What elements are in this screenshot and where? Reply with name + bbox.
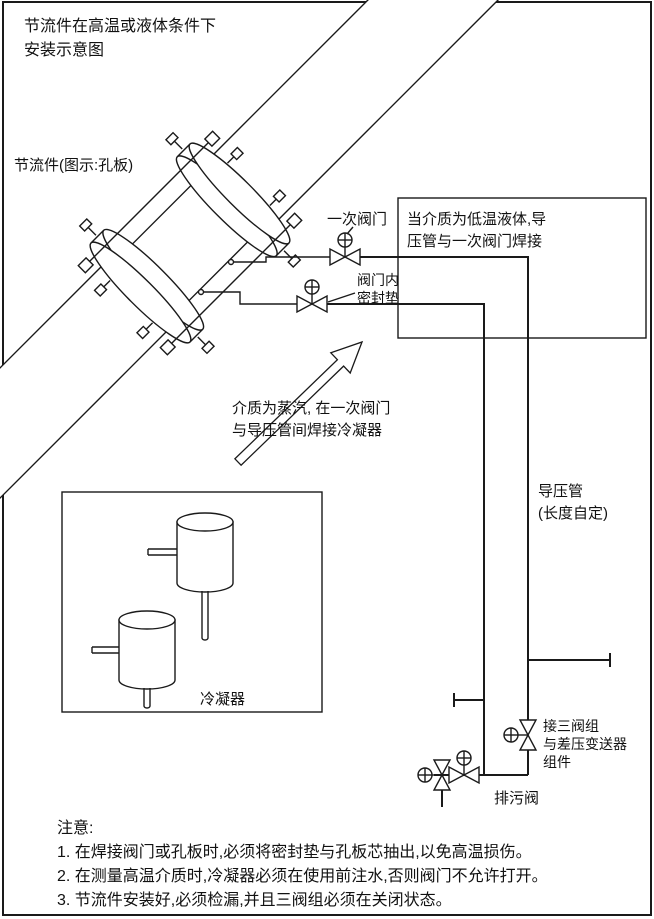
manifold-note-line1: 接三阀组 <box>543 718 599 734</box>
low-temp-note-line1: 当介质为低温液体,导 <box>407 211 546 228</box>
steam-note-line2: 与导压管间焊接冷凝器 <box>232 422 382 439</box>
manifold-note-line2: 与差压变送器 <box>543 736 627 752</box>
drain-valve-label: 排污阀 <box>494 790 539 807</box>
leader-valve-gasket <box>327 292 356 303</box>
steam-note-line1: 介质为蒸汽, 在一次阀门 <box>232 400 390 417</box>
primary-valve-upper-symbol <box>329 232 361 266</box>
page-title-line1: 节流件在高温或液体条件下 <box>24 17 216 35</box>
valve-gasket-label-line2: 密封垫 <box>357 290 399 306</box>
tee-branch-left <box>453 693 484 707</box>
throttle-element-label: 节流件(图示:孔板) <box>14 156 133 174</box>
note-item-1: 1. 在焊接阀门或孔板时,必须将密封垫与孔板芯抽出,以免高温损伤。 <box>57 843 532 861</box>
tie-rods <box>77 130 303 356</box>
flange-left <box>89 228 205 344</box>
primary-valve-lower-symbol <box>296 279 328 313</box>
condenser-cylinder-lower <box>91 610 176 709</box>
flange-right <box>175 142 291 258</box>
three-valve-group-connection-valve-symbol <box>503 719 537 751</box>
low-temp-note-line2: 压管与一次阀门焊接 <box>407 233 542 250</box>
impulse-pipe-high <box>360 256 529 776</box>
low-temp-callout-box <box>397 197 647 339</box>
note-item-3: 3. 节流件安装好,必须检漏,并且三阀组必须在关闭状态。 <box>57 891 452 909</box>
note-item-2: 2. 在测量高温介质时,冷凝器必须在使用前注水,否则阀门不允许打开。 <box>57 867 548 885</box>
impulse-pipe-low <box>327 303 485 775</box>
steam-note-arrow <box>233 340 364 467</box>
diagram-labels: 节流件在高温或液体条件下 安装示意图 节流件(图示:孔板) 一次阀门 阀门内 密… <box>14 17 627 909</box>
impulse-pipe-label-line1: 导压管 <box>538 483 583 500</box>
tee-branch-right <box>528 653 611 667</box>
flange-bolts <box>78 131 302 355</box>
primary-valve-label: 一次阀门 <box>327 211 387 228</box>
condenser-box <box>61 491 323 713</box>
manifold-note-line3: 组件 <box>543 754 571 770</box>
valve-gasket-label-line1: 阀门内 <box>357 272 399 288</box>
manifold-valve-symbol <box>448 750 480 784</box>
condenser-label: 冷凝器 <box>200 691 245 708</box>
condenser-cylinder-upper <box>147 512 234 641</box>
tap-tube-lower <box>197 288 297 305</box>
tap-tube-upper <box>227 256 330 266</box>
pipe-orifice-assembly <box>0 0 534 587</box>
pipe-section-upper <box>211 0 534 222</box>
pipe-section-lower <box>0 264 169 587</box>
leader-primary-valve <box>346 226 354 235</box>
impulse-pipe-label-line2: (长度自定) <box>538 505 608 522</box>
notes-heading: 注意: <box>57 818 93 837</box>
page-title-line2: 安装示意图 <box>24 40 104 59</box>
